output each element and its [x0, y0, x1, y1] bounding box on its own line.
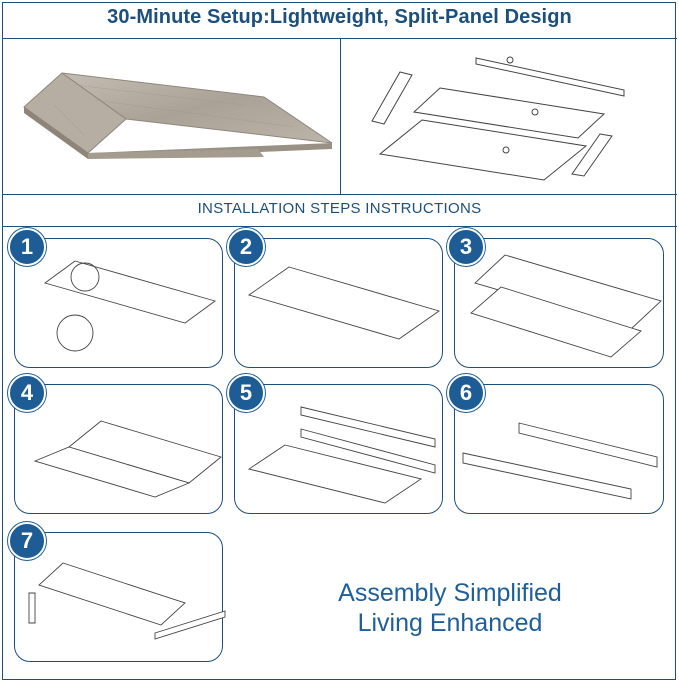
step-2-diagram [247, 266, 441, 340]
slogan-line-2: Living Enhanced [357, 609, 543, 637]
step-7-diagram [28, 562, 226, 640]
step-3-panel [454, 238, 664, 368]
step-5-badge: 5 [227, 374, 265, 412]
step-6-panel [454, 384, 664, 514]
step-1-diagram [43, 260, 217, 352]
step-4-diagram [33, 420, 222, 498]
step-5-diagram [247, 406, 436, 504]
step-6-badge: 6 [447, 374, 485, 412]
section-divider-bottom [2, 226, 677, 227]
step-2-panel [234, 238, 443, 368]
header-divider [2, 38, 677, 39]
step-1-panel [14, 238, 223, 368]
step-1-badge: 1 [8, 228, 46, 266]
section-divider-top [2, 194, 677, 195]
step-4-badge: 4 [8, 374, 46, 412]
step-4-panel [14, 384, 223, 514]
slogan-line-1: Assembly Simplified [338, 579, 562, 607]
step-2-badge: 2 [227, 228, 265, 266]
step-7-panel [14, 532, 226, 662]
hero-divider [340, 39, 341, 194]
step-3-diagram [470, 254, 662, 358]
step-3-badge: 3 [447, 228, 485, 266]
step-5-panel [234, 384, 443, 514]
page-title: 30-Minute Setup:Lightweight, Split-Panel… [107, 6, 572, 28]
section-title: INSTALLATION STEPS INSTRUCTIONS [197, 200, 482, 217]
exploded-parts-image [371, 56, 625, 181]
assembled-panel-image [23, 72, 333, 159]
step-7-badge: 7 [8, 522, 46, 560]
step-6-diagram [462, 422, 658, 500]
